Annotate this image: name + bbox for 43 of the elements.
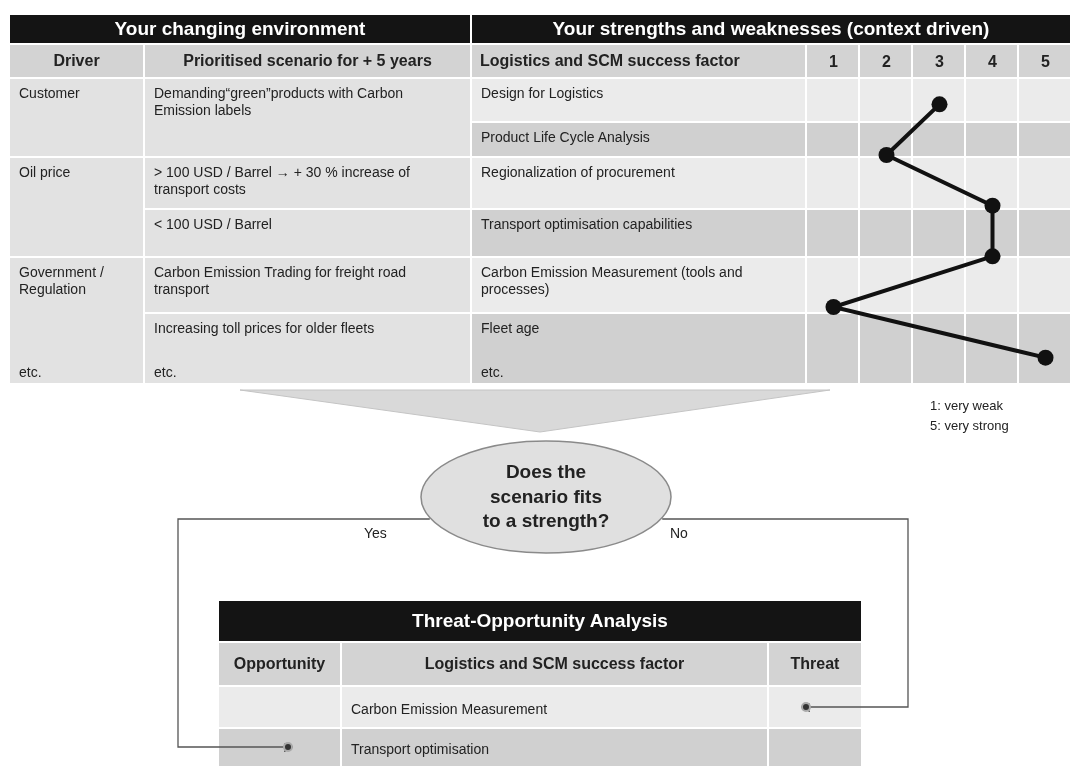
cell-text: Government / Regulation [19, 264, 105, 298]
column-header: Threat [790, 654, 840, 674]
cell-text: Transport optimisation [351, 741, 489, 758]
cell-text: > 100 USD / Barrel → + 30 % increase of transport costs [154, 164, 411, 198]
axis-tick: 4 [987, 52, 998, 72]
cell-text: Regionalization of procurement [481, 164, 675, 181]
cell-text: < 100 USD / Barrel [154, 216, 272, 233]
table-title: Threat-Opportunity Analysis [412, 609, 668, 633]
cell-text: Carbon Emission Trading for freight road transport [154, 264, 408, 298]
cell-text: Carbon Emission Measurement (tools and processes) [481, 264, 744, 298]
cell-text: Customer [19, 85, 80, 102]
cell-text: Carbon Emission Measurement [351, 700, 548, 718]
cell-text: Design for Logistics [481, 85, 604, 102]
connector-arrow [177, 518, 431, 753]
axis-tick: 5 [1040, 52, 1051, 72]
column-header: Opportunity [233, 654, 326, 674]
cell-text: Transport optimisation capabilities [481, 216, 693, 233]
column-header: Logistics and SCM success factor [424, 654, 685, 674]
column-header: Prioritised scenario for + 5 years [183, 51, 432, 71]
cell-text: etc. [154, 364, 177, 381]
connector-arrow [661, 518, 909, 713]
scale-note: 1: very weak [930, 398, 1003, 413]
decision-text: Does the scenario fits to a strength? [482, 459, 610, 534]
axis-tick: 3 [934, 52, 945, 72]
marker-dot [283, 742, 293, 752]
cell-text: etc. [481, 364, 504, 381]
cell-text: Increasing toll prices for older fleets [154, 320, 375, 337]
cell-text: Oil price [19, 164, 71, 181]
cell-text: Demanding“green”products with Carbon Emission labels [154, 85, 405, 119]
table-title: Your strengths and weaknesses (context driven) [552, 17, 990, 41]
cell-text: etc. [19, 364, 42, 381]
marker-dot [801, 702, 811, 712]
scale-note: 5: very strong [930, 418, 1009, 433]
edge-label: Yes [362, 525, 389, 541]
column-header: Driver [53, 51, 100, 71]
decision-ellipse [420, 440, 672, 554]
cell-text: Product Life Cycle Analysis [481, 129, 650, 146]
cell-text: Fleet age [481, 320, 540, 337]
column-header: Logistics and SCM success factor [480, 51, 740, 71]
table-title: Your changing environment [114, 17, 366, 41]
edge-label: No [668, 525, 690, 541]
axis-tick: 2 [881, 52, 892, 72]
axis-tick: 1 [828, 52, 839, 72]
